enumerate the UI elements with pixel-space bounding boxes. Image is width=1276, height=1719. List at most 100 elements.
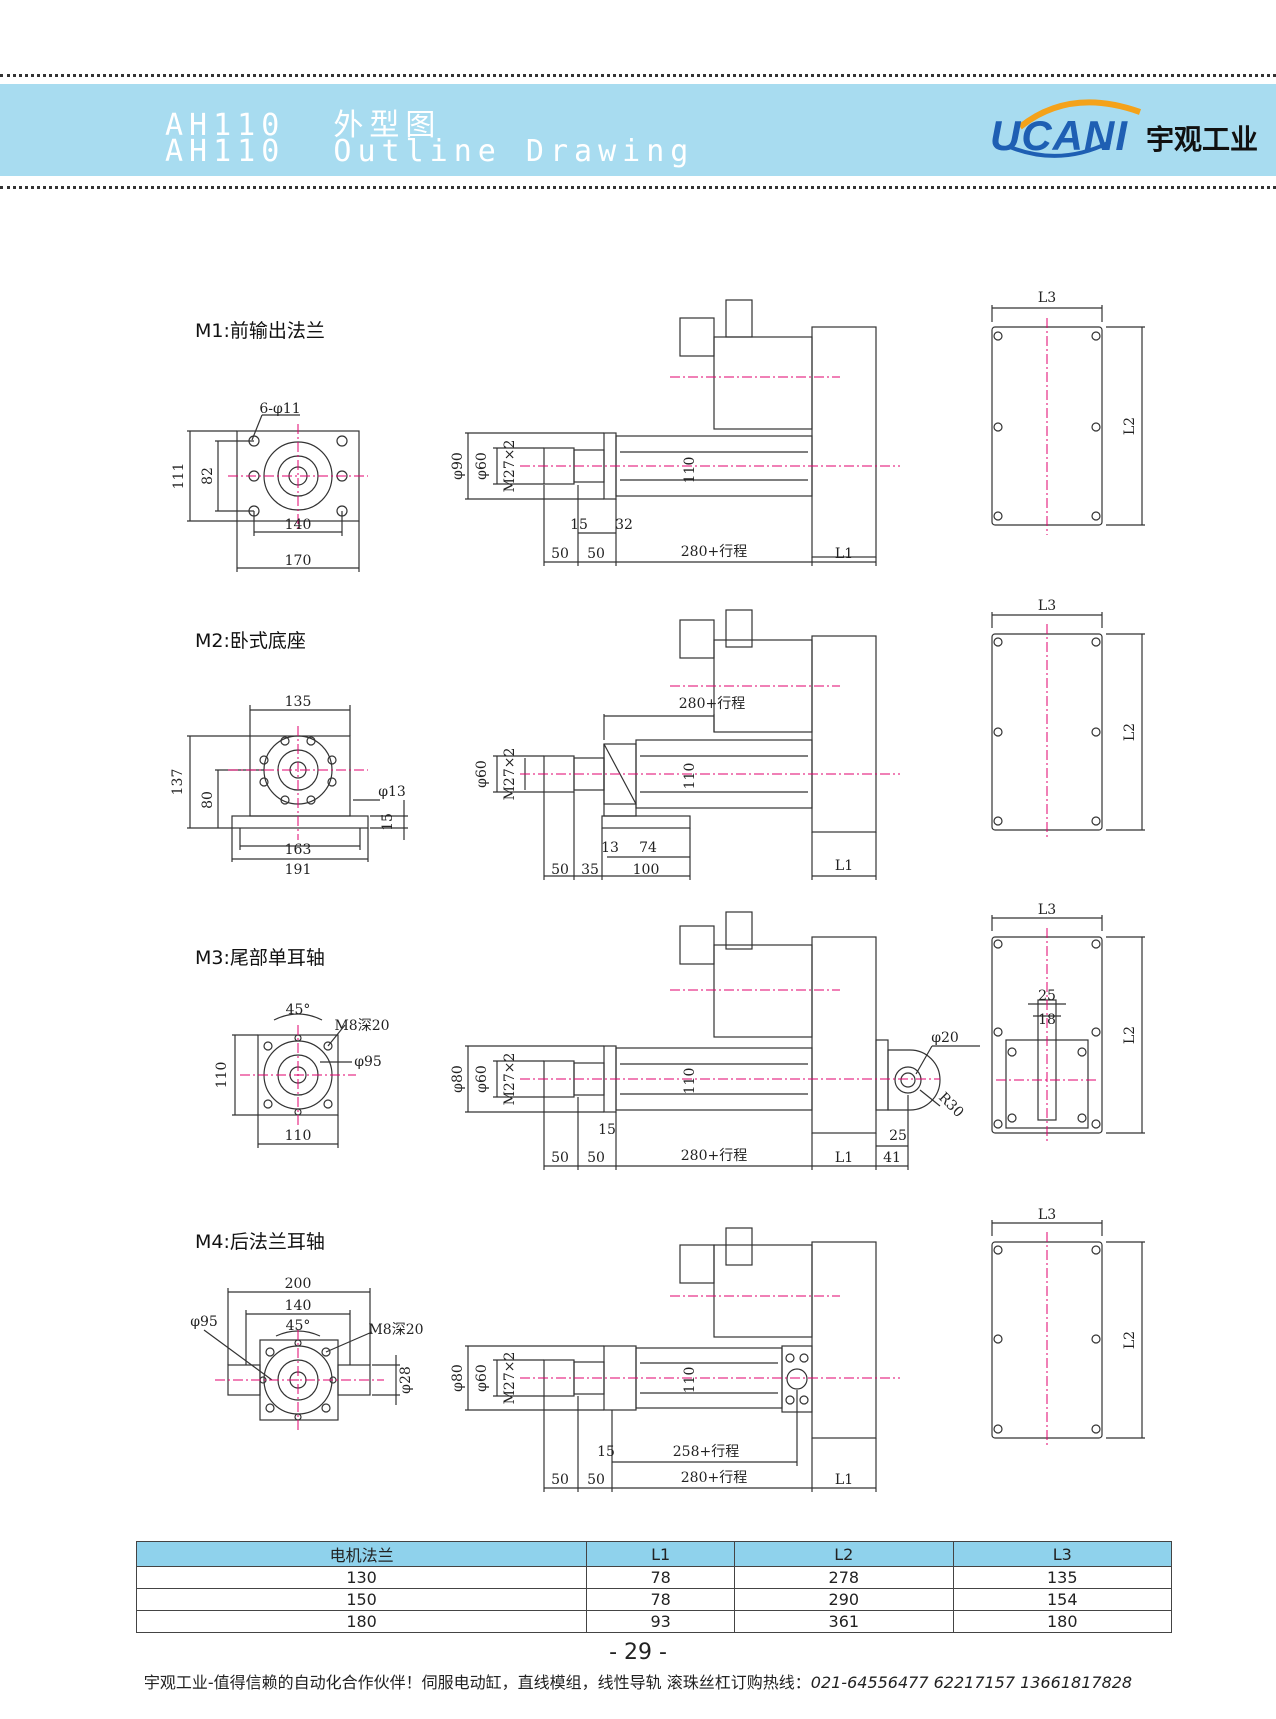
table-header: 电机法兰	[135, 1541, 588, 1567]
m3-f-label: 41	[883, 1150, 901, 1166]
table-row: 180 93 361 180	[135, 1610, 1173, 1633]
m4-stroke2-label: 280+行程	[681, 1470, 747, 1486]
m2-h-label: 137	[170, 769, 186, 796]
m2-d2-label: φ60	[474, 760, 490, 788]
m4-dia-label: φ95	[190, 1314, 218, 1330]
m4-l3-label: L3	[1038, 1207, 1056, 1223]
m1-h2-label: 82	[200, 467, 216, 485]
m2-c-label: 50	[551, 862, 569, 878]
m4-center-label: 110	[682, 1367, 698, 1394]
m3-top-b-label: 18	[1038, 1012, 1056, 1028]
header-band	[0, 84, 1276, 176]
m4-angle-label: 45°	[286, 1318, 311, 1334]
m2-stroke-label: 280+行程	[679, 696, 745, 712]
m2-w1-label: 163	[285, 842, 312, 858]
m2-foot-label: 15	[380, 813, 396, 831]
m2-d-label: 35	[581, 862, 599, 878]
m3-d1-label: φ80	[450, 1065, 466, 1093]
m3-top-a-label: 25	[1038, 988, 1056, 1004]
m2-h2-label: 80	[200, 791, 216, 809]
m1-thread-label: M27×2	[502, 440, 518, 493]
m3-stroke-label: 280+行程	[681, 1148, 747, 1164]
m3-dia-label: φ95	[354, 1054, 382, 1070]
m2-center-label: 110	[682, 763, 698, 790]
m4-pin-label: φ28	[398, 1366, 414, 1394]
m3-center-label: 110	[682, 1068, 698, 1095]
m1-h1-label: 111	[171, 463, 187, 490]
m1-c-label: 50	[551, 546, 569, 562]
m2-a-label: 13	[601, 840, 619, 856]
table-cell: 361	[734, 1610, 954, 1633]
m4-d2-label: φ60	[474, 1364, 490, 1392]
flange-dimension-table: 电机法兰 L1 L2 L3 130 78 278 135 150 78 290 …	[135, 1541, 1173, 1633]
m4-w2-label: 140	[285, 1298, 312, 1314]
m2-hole-label: φ13	[378, 784, 406, 800]
m3-a-label: 15	[598, 1122, 616, 1138]
table-cell: 150	[135, 1588, 588, 1611]
drawing-m1: 6-φ11 111 82 140 170 φ90 φ60 M27×2 110 1…	[171, 290, 1145, 572]
m4-a-label: 15	[597, 1444, 615, 1460]
footer-phones: 021-64556477 62217157 13661817828	[810, 1673, 1133, 1692]
table-header: L2	[734, 1541, 954, 1567]
title-english: AH110 Outline Drawing	[165, 134, 695, 169]
m2-w2-label: 191	[285, 862, 312, 878]
m2-l3-label: L3	[1038, 598, 1056, 614]
brand-name: 宇观工业	[1146, 123, 1259, 156]
m3-angle-label: 45°	[286, 1002, 311, 1018]
m4-l2-label: L2	[1122, 1331, 1138, 1349]
m4-w1-label: 200	[285, 1276, 312, 1292]
m2-thread-label: M27×2	[502, 748, 518, 801]
m2-wtop-label: 135	[285, 694, 312, 710]
m3-tap-label: M8深20	[334, 1018, 389, 1034]
table-row: 150 78 290 154	[135, 1588, 1173, 1611]
m4-tap-label: M8深20	[368, 1322, 423, 1338]
footer-text: 宇观工业-值得信赖的自动化合作伙伴！伺服电动缸，直线模组，线性导轨 滚珠丝杠订购…	[143, 1673, 811, 1692]
m1-d1-label: φ90	[450, 452, 466, 480]
m1-d-label: 50	[587, 546, 605, 562]
section-label-m3: M3:尾部单耳轴	[195, 947, 325, 969]
table-cell: 278	[734, 1566, 954, 1589]
m3-r-label: R30	[935, 1089, 966, 1120]
table-cell: 130	[135, 1566, 588, 1589]
m1-w1-label: 140	[285, 517, 312, 533]
table-cell: 290	[734, 1588, 954, 1611]
section-label-m2: M2:卧式底座	[195, 630, 306, 652]
table-cell: 135	[952, 1566, 1173, 1589]
m2-e-label: 100	[633, 862, 660, 878]
drawing-m3: 45° M8深20 φ95 110 110 φ80 φ60 M27×2 110 …	[214, 902, 1145, 1170]
table-header: L1	[586, 1541, 736, 1567]
table-cell: 180	[135, 1610, 588, 1633]
table-cell: 93	[586, 1610, 736, 1633]
m4-c-label: 50	[551, 1472, 569, 1488]
m4-d1-label: φ80	[450, 1364, 466, 1392]
header-bottom-dotted-rule	[0, 186, 1276, 189]
m1-w2-label: 170	[285, 553, 312, 569]
m1-l1-label: L1	[835, 546, 853, 562]
table-row: 130 78 278 135	[135, 1566, 1173, 1589]
m2-l2-label: L2	[1122, 723, 1138, 741]
drawing-m4: 200 140 45° φ95 M8深20 φ28 φ80 φ60 M27×2 …	[190, 1207, 1145, 1492]
table-header-row: 电机法兰 L1 L2 L3	[135, 1541, 1173, 1567]
table-cell: 78	[586, 1566, 736, 1589]
m1-a-label: 15	[570, 517, 588, 533]
m3-c-label: 50	[551, 1150, 569, 1166]
m3-l1-label: L1	[835, 1150, 853, 1166]
m1-b-label: 32	[615, 517, 633, 533]
m4-d-label: 50	[587, 1472, 605, 1488]
m3-pin-label: φ20	[931, 1030, 959, 1046]
table-cell: 78	[586, 1588, 736, 1611]
m2-b-label: 74	[639, 840, 657, 856]
m4-thread-label: M27×2	[502, 1352, 518, 1405]
footer: 宇观工业-值得信赖的自动化合作伙伴！伺服电动缸，直线模组，线性导轨 滚珠丝杠订购…	[0, 1669, 1276, 1693]
m3-w-label: 110	[285, 1128, 312, 1144]
m3-thread-label: M27×2	[502, 1053, 518, 1106]
m1-stroke-label: 280+行程	[681, 544, 747, 560]
m1-l3-label: L3	[1038, 290, 1056, 306]
m2-l1-label: L1	[835, 858, 853, 874]
m3-d2-label: φ60	[474, 1065, 490, 1093]
m1-d2-label: φ60	[474, 452, 490, 480]
m1-l2-label: L2	[1122, 417, 1138, 435]
brand-swoosh-icon	[1009, 99, 1142, 158]
m3-h-label: 110	[214, 1062, 230, 1089]
table-cell: 180	[952, 1610, 1173, 1633]
